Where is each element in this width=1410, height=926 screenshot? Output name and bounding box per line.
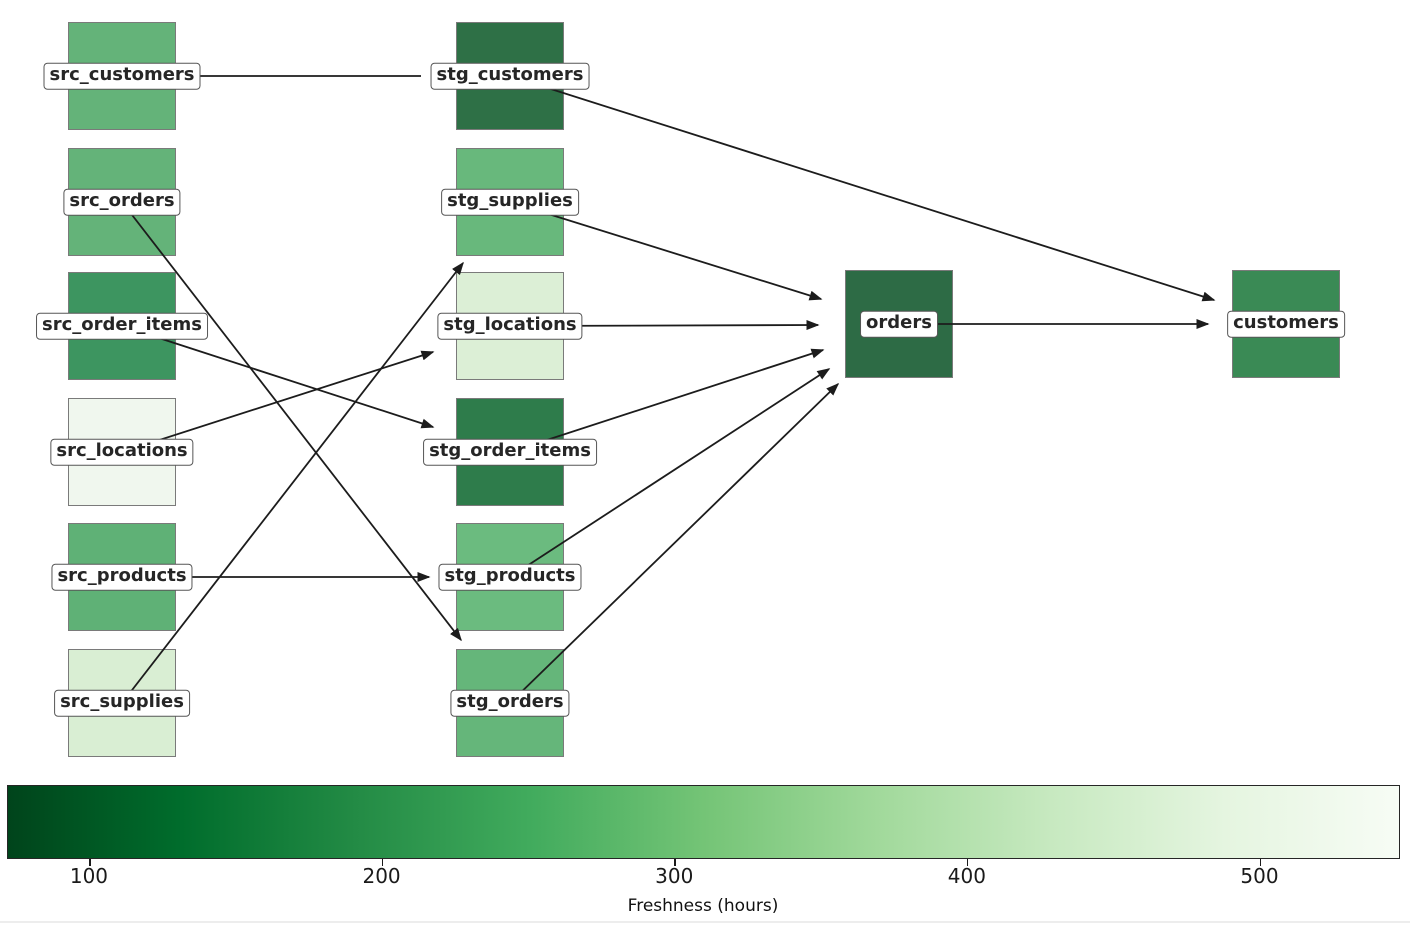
colorbar-axis-label: Freshness (hours) (627, 896, 779, 916)
colorbar-tick-mark-300 (674, 859, 676, 866)
edge-src_orders-to-stg_orders (121, 201, 462, 642)
node-label-orders: orders (860, 310, 938, 338)
edge-src_supplies-to-stg_supplies (121, 261, 464, 704)
colorbar-tick-mark-400 (966, 859, 969, 866)
colorbar-tick-label-100: 100 (69, 864, 109, 888)
node-label-src_supplies: src_supplies (54, 689, 190, 717)
colorbar-tick-mark-500 (1259, 859, 1262, 866)
node-label-src_locations: src_locations (50, 438, 194, 466)
colorbar-tick-label-300: 300 (655, 864, 694, 888)
colorbar-tick-mark-200 (381, 859, 384, 866)
edge-src_order_items-to-stg_order_items (121, 325, 435, 429)
edge-stg_supplies-to-orders (509, 201, 823, 301)
node-label-stg_customers: stg_customers (430, 62, 590, 90)
node-label-stg_orders: stg_orders (450, 689, 570, 717)
node-label-stg_order_items: stg_order_items (423, 438, 597, 466)
edge-stg_products-to-orders (509, 368, 831, 578)
node-label-stg_products: stg_products (438, 563, 582, 591)
edge-stg_order_items-to-orders (509, 348, 825, 453)
node-label-src_order_items: src_order_items (36, 312, 208, 340)
node-label-src_products: src_products (51, 563, 193, 591)
node-label-stg_supplies: stg_supplies (441, 188, 579, 216)
node-label-src_customers: src_customers (43, 62, 201, 90)
colorbar-tick-label-200: 200 (362, 864, 401, 888)
colorbar-tick-label-400: 400 (947, 864, 986, 888)
colorbar-gradient (7, 785, 1400, 859)
bottom-divider (0, 921, 1410, 923)
edge-stg_customers-to-customers (509, 75, 1216, 302)
node-label-stg_locations: stg_locations (437, 312, 583, 340)
node-label-src_orders: src_orders (63, 188, 181, 216)
colorbar-tick-mark-100 (88, 859, 91, 866)
colorbar-tick-label-500: 500 (1240, 864, 1279, 888)
node-label-customers: customers (1227, 310, 1345, 338)
edge-stg_orders-to-orders (509, 382, 840, 704)
